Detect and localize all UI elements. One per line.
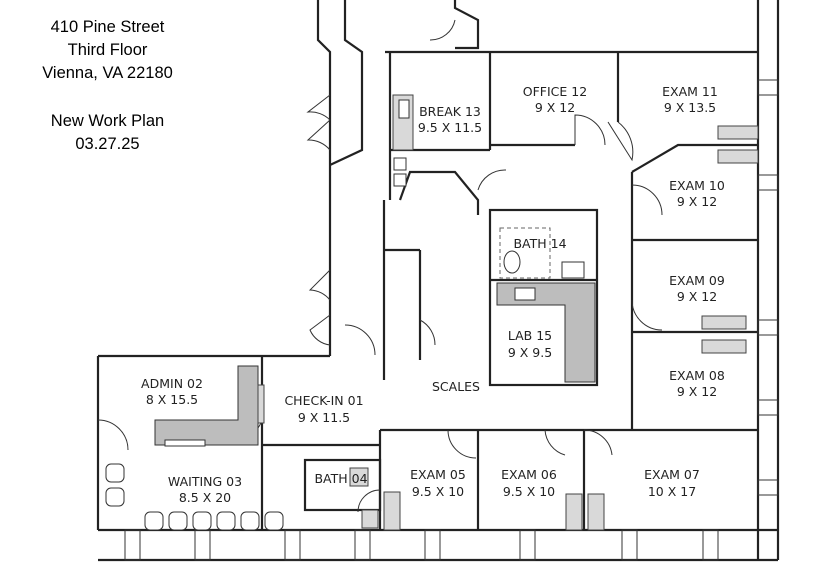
exam-table-09a: [701, 315, 747, 330]
toilet-14: [503, 250, 521, 274]
exam06-name: EXAM 06: [501, 467, 557, 482]
exam-table-11b: [717, 149, 759, 164]
address-block: 410 Pine Street Third Floor Vienna, VA 2…: [20, 16, 195, 85]
fixtures: [105, 94, 759, 531]
exam06-size: 9.5 X 10: [503, 484, 555, 499]
room-labels: BREAK 13 9.5 X 11.5 OFFICE 12 9 X 12 EXA…: [141, 84, 725, 505]
plan-title-block: New Work Plan 03.27.25: [20, 110, 195, 156]
exam10-name: EXAM 10: [669, 178, 725, 193]
exam09-size: 9 X 12: [677, 289, 717, 304]
exam11-size: 9 X 13.5: [664, 100, 716, 115]
admin-shelf: [164, 439, 206, 447]
lab15-size: 9 X 9.5: [508, 345, 552, 360]
exam-table-05: [383, 491, 401, 531]
address-floor: Third Floor: [67, 41, 148, 59]
break-sink: [398, 99, 410, 119]
office12-size: 9 X 12: [535, 100, 575, 115]
appliance-2: [393, 173, 407, 187]
bath14-name: BATH 14: [513, 236, 566, 251]
exam-table-06: [565, 493, 583, 531]
toilet-04: [349, 467, 369, 487]
exam07-name: EXAM 07: [644, 467, 700, 482]
lab15-name: LAB 15: [508, 328, 552, 343]
admin02-name: ADMIN 02: [141, 376, 203, 391]
address-city: Vienna, VA 22180: [42, 64, 173, 82]
exam10-size: 9 X 12: [677, 194, 717, 209]
checkin-desk: [257, 384, 265, 424]
door-swings: [97, 19, 663, 513]
exam-table-11a: [717, 125, 759, 140]
window-ticks: [124, 79, 779, 561]
plan-title: New Work Plan: [50, 112, 165, 130]
scales-label: SCALES: [432, 379, 480, 394]
checkin01-name: CHECK-IN 01: [284, 393, 363, 408]
office12-name: OFFICE 12: [523, 84, 587, 99]
exam08-size: 9 X 12: [677, 384, 717, 399]
exam-table-09b: [701, 339, 747, 354]
sink-04: [361, 509, 379, 529]
exam07-size: 10 X 17: [648, 484, 696, 499]
exam05-size: 9.5 X 10: [412, 484, 464, 499]
waiting03-name: WAITING 03: [168, 474, 242, 489]
waiting03-size: 8.5 X 20: [179, 490, 231, 505]
break13-name: BREAK 13: [419, 104, 481, 119]
exam-table-07: [587, 493, 605, 531]
plan-date: 03.27.25: [75, 135, 140, 153]
admin02-size: 8 X 15.5: [146, 392, 198, 407]
appliance-1: [393, 157, 407, 171]
exam08-name: EXAM 08: [669, 368, 725, 383]
exam11-name: EXAM 11: [662, 84, 718, 99]
break13-size: 9.5 X 11.5: [418, 120, 482, 135]
waiting-chairs: [105, 463, 284, 531]
address-street: 410 Pine Street: [50, 18, 165, 36]
lab-sink: [514, 287, 536, 301]
checkin01-size: 9 X 11.5: [298, 410, 350, 425]
exam09-name: EXAM 09: [669, 273, 725, 288]
sink-14: [561, 261, 585, 279]
admin-counter: [154, 365, 259, 446]
exam05-name: EXAM 05: [410, 467, 466, 482]
bath14-outline: [499, 227, 551, 279]
lab-counter: [496, 282, 596, 383]
bath04-name: BATH 04: [314, 471, 367, 486]
